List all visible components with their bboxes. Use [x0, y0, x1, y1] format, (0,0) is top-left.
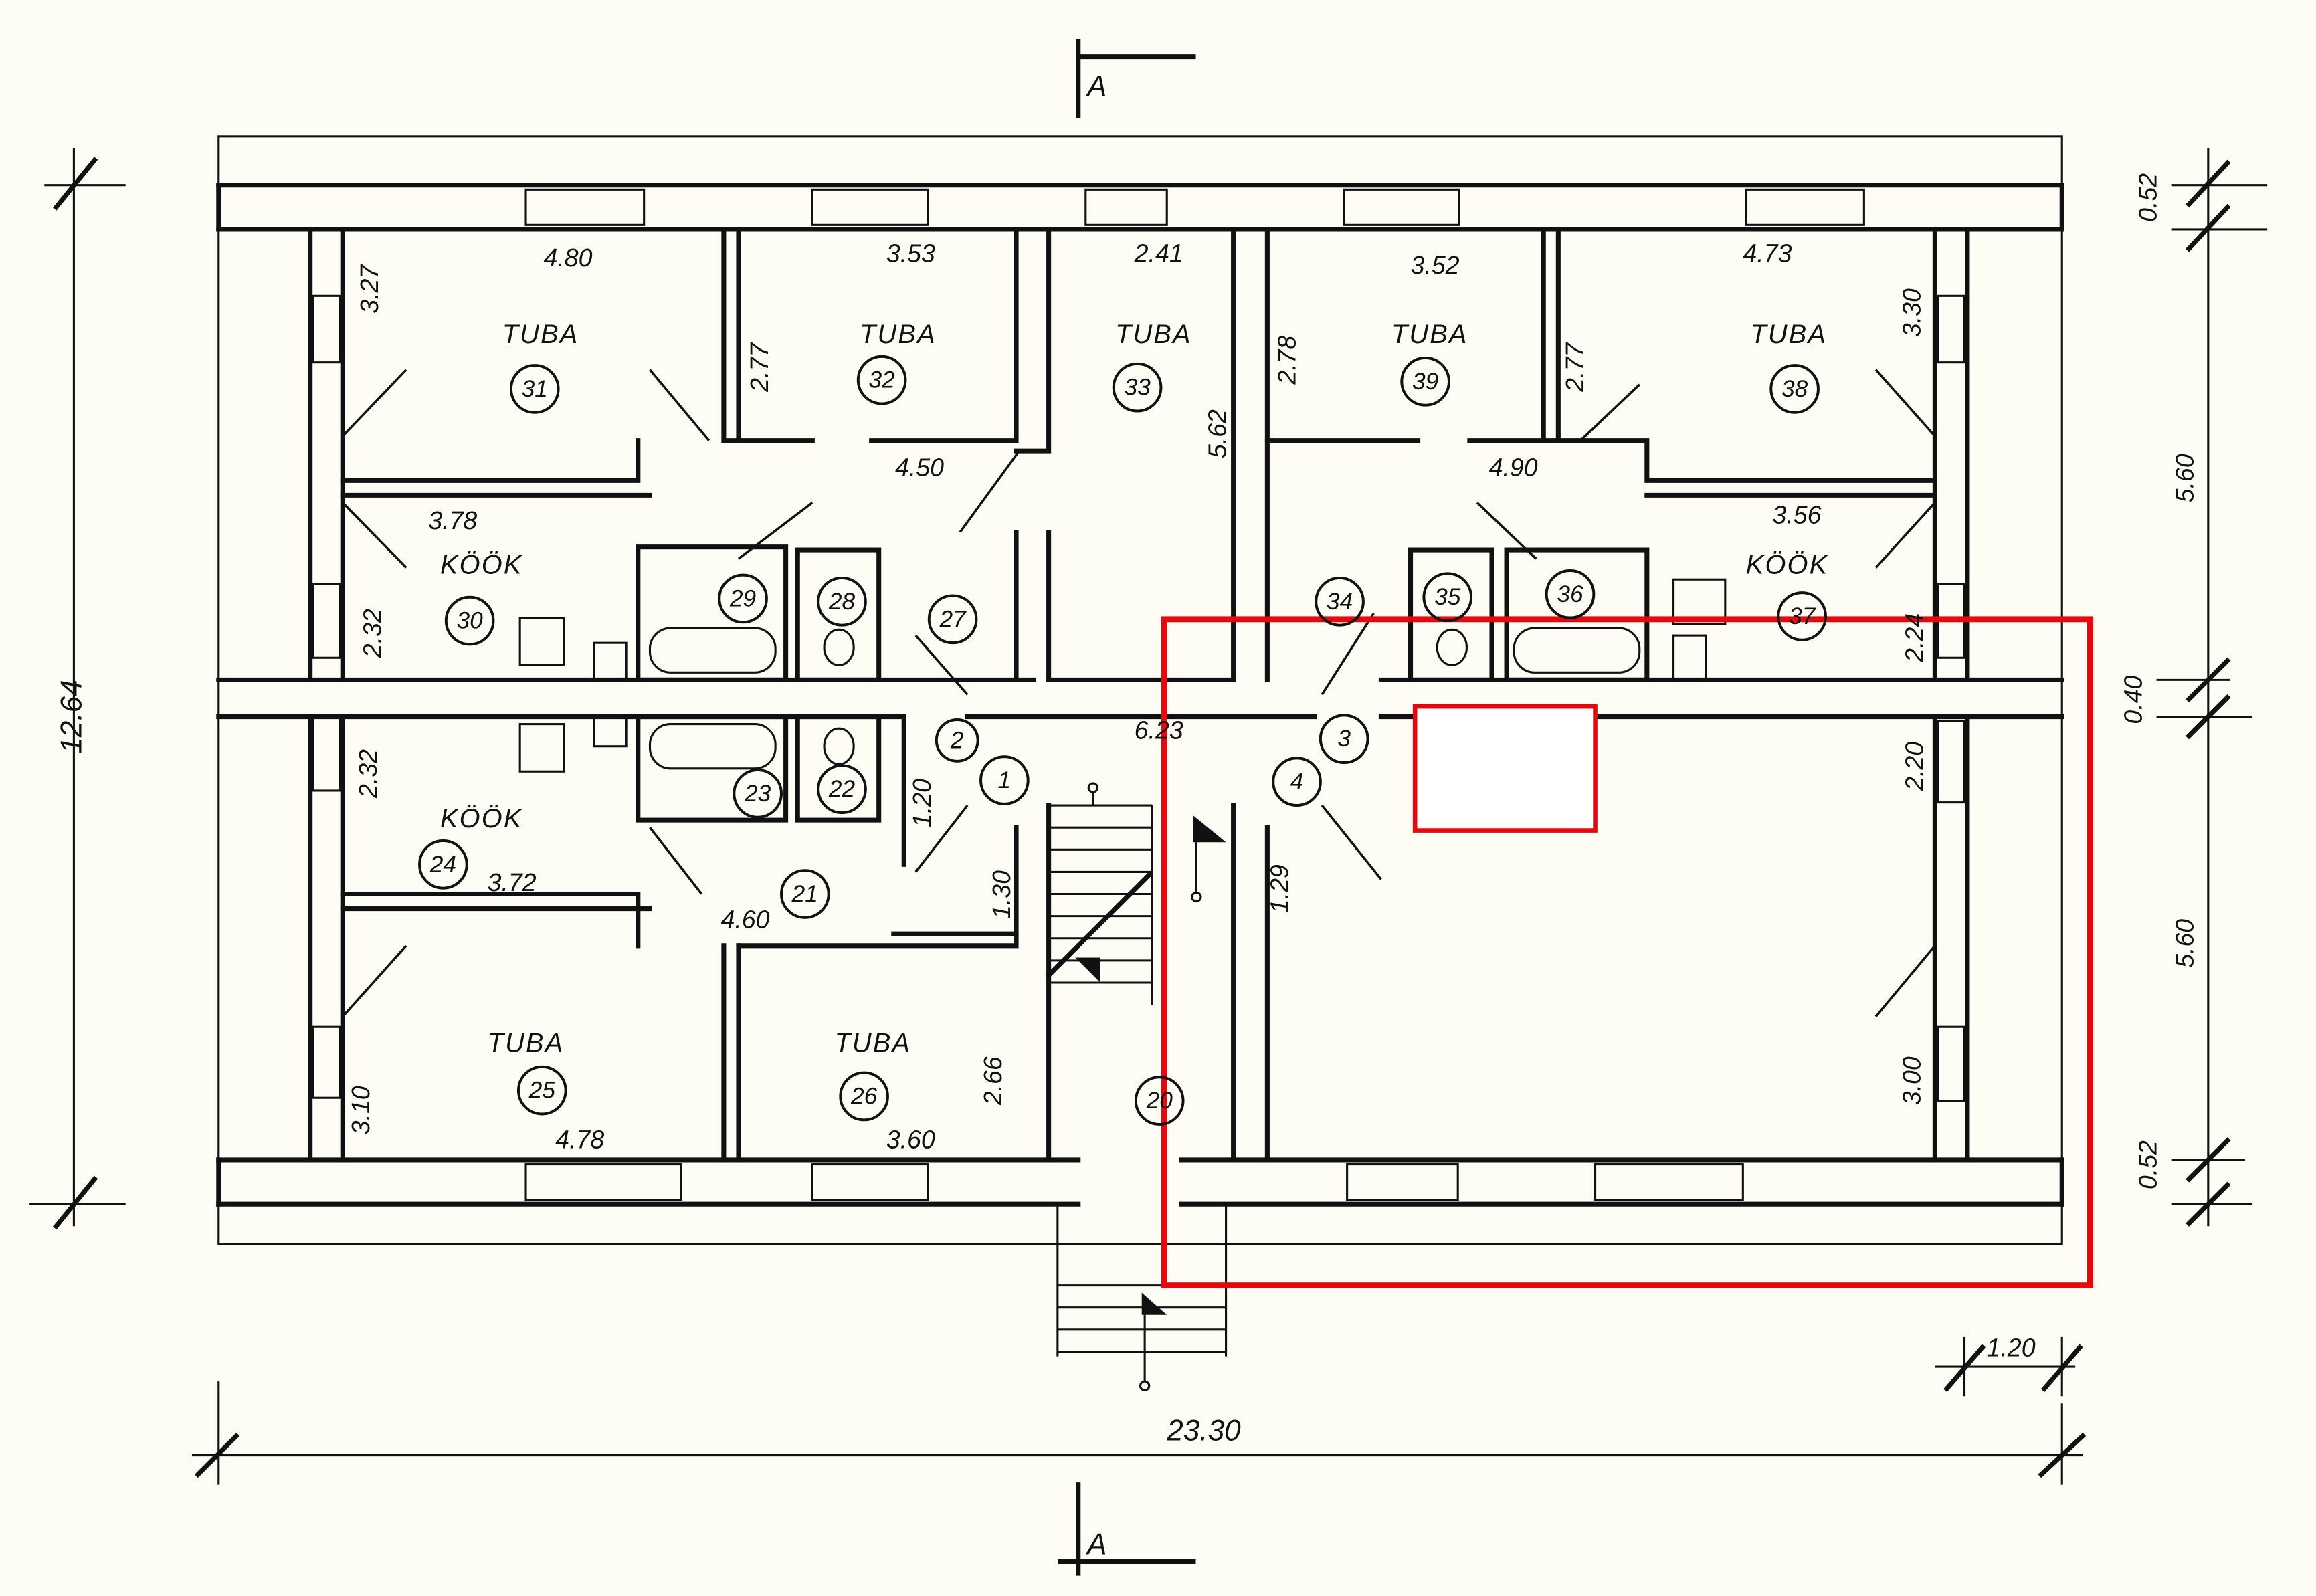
dim-label: 5.62	[1203, 409, 1232, 458]
total-width-label: 23.30	[1166, 1414, 1241, 1447]
dimension-lines: 12.64 23.30 1.20 0.52 5.60 0.40 5.60 0.5…	[29, 148, 2268, 1485]
dim-label: 2.20	[1901, 742, 1929, 791]
dim-label: 1.20	[908, 779, 936, 827]
room-number: 34	[1327, 589, 1353, 615]
dim-label: 2.32	[359, 609, 387, 658]
staircase	[1045, 782, 1226, 1005]
room-37-name: KÖÖK	[1746, 550, 1829, 579]
room-39-name: TUBA	[1391, 320, 1468, 349]
dim-label: 6.23	[1135, 716, 1183, 744]
room-37-number: 37	[1789, 603, 1816, 629]
dim-label: 2.66	[979, 1056, 1007, 1106]
outer-frame	[217, 135, 2063, 1245]
dim-label: 4.73	[1743, 239, 1792, 268]
dim-label: 3.56	[1772, 500, 1821, 528]
room-number: 1	[998, 767, 1011, 793]
room-number: 35	[1434, 584, 1461, 610]
redaction-box	[1412, 704, 1598, 833]
room-31-name: TUBA	[502, 320, 579, 349]
dim-label: 0.52	[2134, 1140, 2162, 1189]
highlight-rectangle	[1161, 616, 2093, 1289]
room-25-number: 25	[528, 1078, 556, 1104]
section-marker-bottom: A	[1058, 1482, 1196, 1576]
dim-label: 5.60	[2171, 919, 2199, 968]
dim-label: 2.77	[1561, 342, 1589, 393]
room-32-number: 32	[868, 367, 895, 393]
room-number: 22	[828, 776, 856, 802]
room-number: 2	[950, 727, 964, 753]
room-24-name: KÖÖK	[440, 804, 523, 833]
dim-label: 2.24	[1901, 613, 1929, 663]
total-height-label: 12.64	[55, 680, 88, 753]
dim-label: 0.40	[2119, 675, 2147, 724]
room-dimensions: 4.80 3.53 2.41 3.52 4.73 3.27 2.77 2.78 …	[347, 239, 1929, 1154]
room-number: 28	[828, 589, 856, 615]
fixtures	[518, 578, 1727, 773]
room-number: 36	[1557, 581, 1583, 607]
room-30-number: 30	[456, 608, 483, 634]
room-number: 21	[791, 881, 818, 907]
room-number: 3	[1337, 726, 1351, 752]
dim-label: 3.60	[886, 1125, 935, 1153]
doors	[341, 369, 1936, 1017]
dim-label: 3.78	[428, 506, 477, 534]
room-25-name: TUBA	[488, 1029, 565, 1058]
room-38-number: 38	[1781, 376, 1808, 402]
room-number: 27	[939, 606, 967, 632]
room-26-number: 26	[850, 1083, 878, 1109]
room-31-number: 31	[522, 376, 548, 402]
section-marker-top: A	[1076, 39, 1196, 118]
room-39-number: 39	[1412, 369, 1438, 395]
room-38-name: TUBA	[1750, 320, 1827, 349]
dim-label: 2.78	[1272, 336, 1300, 385]
dim-label: 1.29	[1265, 864, 1293, 913]
dim-label: 4.78	[555, 1125, 604, 1153]
room-number: 29	[729, 585, 756, 611]
room-24-number: 24	[429, 852, 456, 878]
room-labels: TUBA 31 TUBA 32 TUBA 33 TUBA 39 TUBA 38 …	[418, 320, 1829, 1122]
room-32-name: TUBA	[860, 320, 937, 349]
section-label: A	[1085, 70, 1106, 103]
room-33-number: 33	[1124, 375, 1151, 401]
dim-label: 3.30	[1897, 288, 1925, 337]
dim-label: 4.50	[895, 454, 944, 482]
dim-label: 2.77	[745, 342, 773, 393]
porch-dim-label: 1.20	[1987, 1334, 2036, 1362]
dim-label: 4.60	[720, 905, 769, 933]
dim-label: 5.60	[2171, 454, 2199, 502]
dim-label: 0.52	[2134, 173, 2162, 222]
dim-label: 3.53	[886, 239, 935, 268]
section-label: A	[1085, 1528, 1106, 1561]
room-33-name: TUBA	[1115, 320, 1192, 349]
room-number: 23	[744, 781, 771, 807]
room-30-name: KÖÖK	[440, 550, 523, 579]
dim-label: 4.90	[1489, 454, 1538, 482]
room-number: 4	[1290, 769, 1304, 795]
room-26-name: TUBA	[834, 1029, 911, 1058]
dim-label: 1.30	[987, 870, 1016, 919]
dim-label: 2.41	[1134, 239, 1183, 268]
dim-label: 4.80	[544, 243, 593, 272]
room-number: 20	[1146, 1088, 1173, 1114]
dim-label: 3.27	[355, 264, 383, 314]
dim-label: 3.00	[1897, 1056, 1925, 1105]
room-numbers: 29 28 27 2 1 23 22 21 20 34 35 36 3 4	[718, 569, 1596, 1126]
dim-label: 3.10	[347, 1086, 375, 1134]
dim-label: 2.32	[354, 749, 382, 799]
dim-label: 3.52	[1411, 251, 1460, 279]
dim-label: 3.72	[488, 868, 537, 896]
walls	[216, 183, 2064, 1391]
